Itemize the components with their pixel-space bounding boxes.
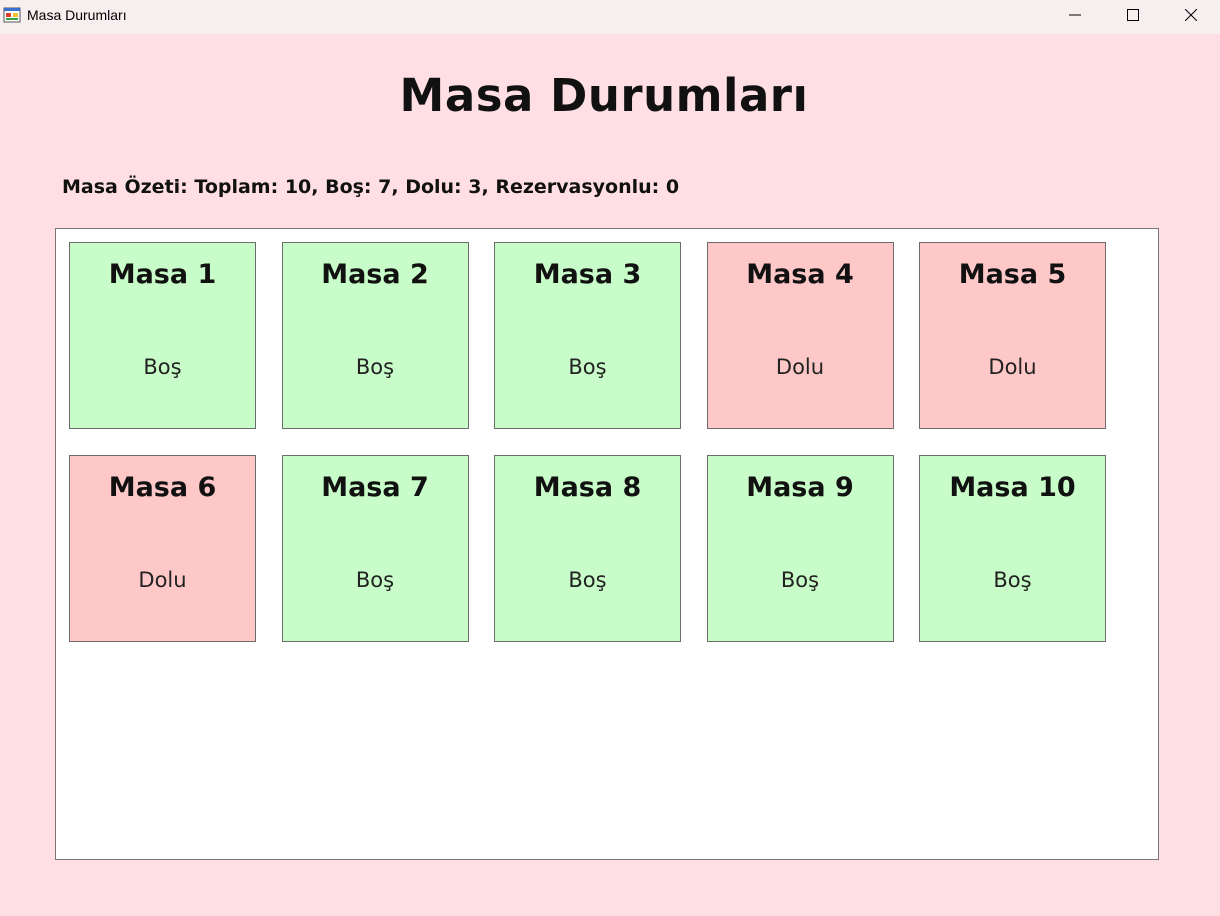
close-button[interactable] (1162, 0, 1220, 30)
table-status: Dolu (775, 355, 825, 379)
title-bar: Masa Durumları (0, 0, 1220, 34)
table-status: Boş (355, 568, 395, 592)
table-name: Masa 2 (321, 259, 429, 290)
table-card[interactable]: Masa 9 Boş (706, 455, 894, 642)
table-name: Masa 3 (533, 259, 642, 290)
minimize-button[interactable] (1046, 0, 1104, 30)
table-card[interactable]: Masa 5 Dolu (919, 242, 1106, 429)
table-name: Masa 7 (321, 472, 429, 503)
table-card[interactable]: Masa 10 Boş (919, 455, 1106, 642)
table-card[interactable]: Masa 7 Boş (281, 455, 469, 642)
table-name: Masa 6 (108, 472, 217, 503)
table-status: Boş (780, 568, 820, 592)
table-name: Masa 1 (108, 259, 217, 290)
table-status: Dolu (988, 355, 1037, 379)
table-name: Masa 9 (746, 472, 854, 503)
table-status: Boş (993, 568, 1032, 592)
table-name: Masa 4 (746, 259, 854, 290)
window-title: Masa Durumları (27, 7, 127, 23)
app-icon (3, 7, 21, 23)
table-name: Masa 10 (949, 472, 1076, 503)
table-status: Boş (143, 355, 182, 379)
table-status: Boş (568, 568, 607, 592)
page-title: Masa Durumları (399, 69, 809, 122)
table-card[interactable]: Masa 4 Dolu (706, 242, 894, 429)
table-card[interactable]: Masa 6 Dolu (69, 455, 256, 642)
maximize-icon (1127, 9, 1139, 21)
table-card[interactable]: Masa 3 Boş (494, 242, 681, 429)
table-status: Boş (568, 355, 607, 379)
table-name: Masa 8 (533, 472, 642, 503)
table-status: Dolu (138, 568, 187, 592)
table-summary: Masa Özeti: Toplam: 10, Boş: 7, Dolu: 3,… (62, 176, 680, 198)
table-status: Boş (355, 355, 395, 379)
table-card[interactable]: Masa 8 Boş (494, 455, 681, 642)
minimize-icon (1069, 14, 1081, 16)
table-name: Masa 5 (958, 259, 1067, 290)
table-card[interactable]: Masa 2 Boş (281, 242, 469, 429)
maximize-button[interactable] (1104, 0, 1162, 30)
close-icon (1185, 9, 1197, 21)
table-card[interactable]: Masa 1 Boş (69, 242, 256, 429)
